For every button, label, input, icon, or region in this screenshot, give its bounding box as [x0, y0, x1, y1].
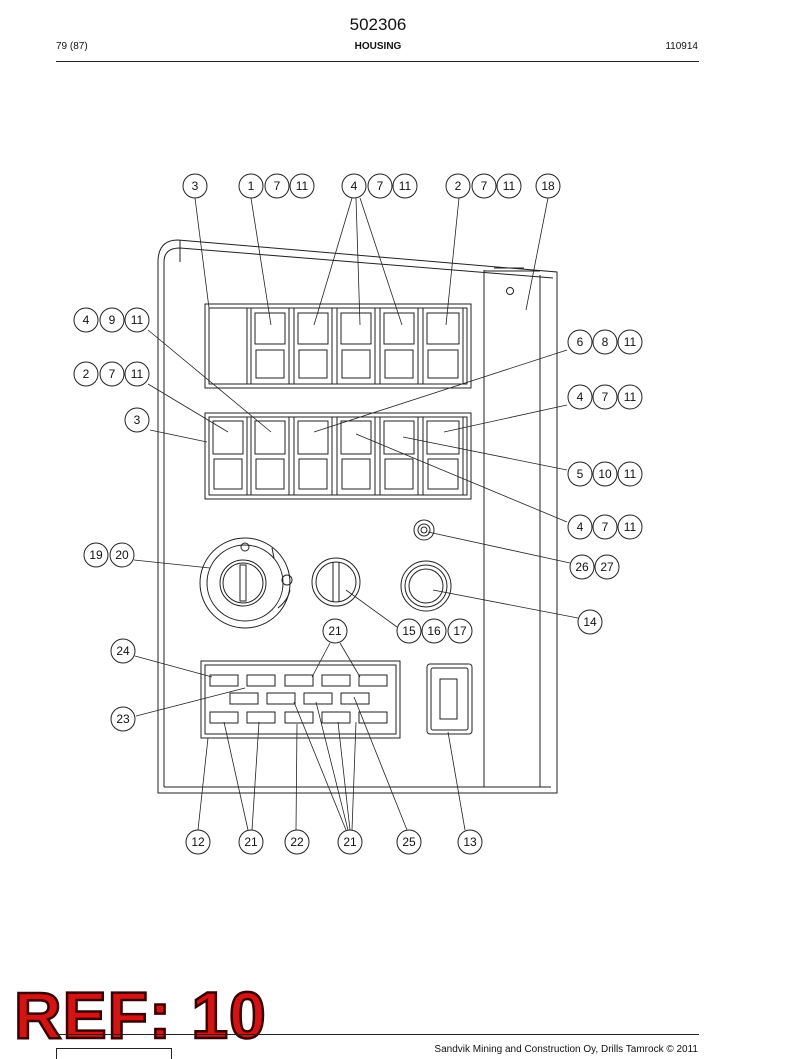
- callout-label: 11: [624, 467, 637, 481]
- callout-label: 21: [244, 835, 258, 849]
- footer-copyright: Sandvik Mining and Construction Oy, Dril…: [434, 1044, 698, 1055]
- callout-label: 11: [296, 179, 309, 193]
- callout-label: 1: [248, 179, 255, 193]
- header-rule: [56, 61, 699, 62]
- callout-label: 11: [399, 179, 412, 193]
- callout-label: 4: [351, 179, 358, 193]
- callout-label: 4: [577, 520, 584, 534]
- date-code: 110914: [665, 41, 698, 52]
- callout-label: 11: [624, 520, 637, 534]
- callout-label: 11: [503, 179, 516, 193]
- callout-label: 7: [377, 179, 384, 193]
- part-number: 502306: [349, 15, 407, 34]
- callout-label: 11: [624, 390, 637, 404]
- callout-label: 26: [575, 560, 589, 574]
- callout-label: 18: [541, 179, 555, 193]
- callout-label: 6: [577, 335, 584, 349]
- callout-label: 12: [191, 835, 205, 849]
- callout-label: 14: [583, 615, 597, 629]
- callout-label: 10: [598, 467, 612, 481]
- callout-label: 17: [453, 624, 467, 638]
- callout-label: 15: [402, 624, 416, 638]
- callout-label: 23: [116, 712, 130, 726]
- callout-label: 7: [481, 179, 488, 193]
- callout-label: 2: [83, 367, 90, 381]
- callout-label: 27: [600, 560, 614, 574]
- callout-label: 7: [109, 367, 116, 381]
- callout-label: 13: [463, 835, 477, 849]
- brand-logo: [56, 1048, 172, 1059]
- callout-label: 19: [89, 548, 103, 562]
- callout-label: 3: [134, 413, 141, 427]
- callout-label: 4: [577, 390, 584, 404]
- callout-label: 11: [131, 313, 144, 327]
- callout-label: 20: [115, 548, 129, 562]
- callout-label: 8: [602, 335, 609, 349]
- callout-label: 25: [402, 835, 416, 849]
- callout-label: 22: [290, 835, 304, 849]
- page-title: HOUSING: [354, 41, 402, 52]
- callout-label: 3: [192, 179, 199, 193]
- callout-label: 21: [328, 624, 342, 638]
- page-number: 79 (87): [56, 41, 88, 52]
- callout-label: 2: [455, 179, 462, 193]
- callout-label: 21: [343, 835, 357, 849]
- callout-label: 9: [109, 313, 116, 327]
- callout-label: 4: [83, 313, 90, 327]
- callout-label: 11: [131, 367, 144, 381]
- callout-label: 16: [427, 624, 441, 638]
- callout-label: 24: [116, 644, 130, 658]
- callout-label: 7: [602, 520, 609, 534]
- callout-label: 7: [602, 390, 609, 404]
- ref-stamp: REF: 10: [13, 978, 267, 1052]
- callout-label: 11: [624, 335, 637, 349]
- callout-label: 7: [274, 179, 281, 193]
- callout-label: 5: [577, 467, 584, 481]
- footer-rule: [56, 1034, 699, 1035]
